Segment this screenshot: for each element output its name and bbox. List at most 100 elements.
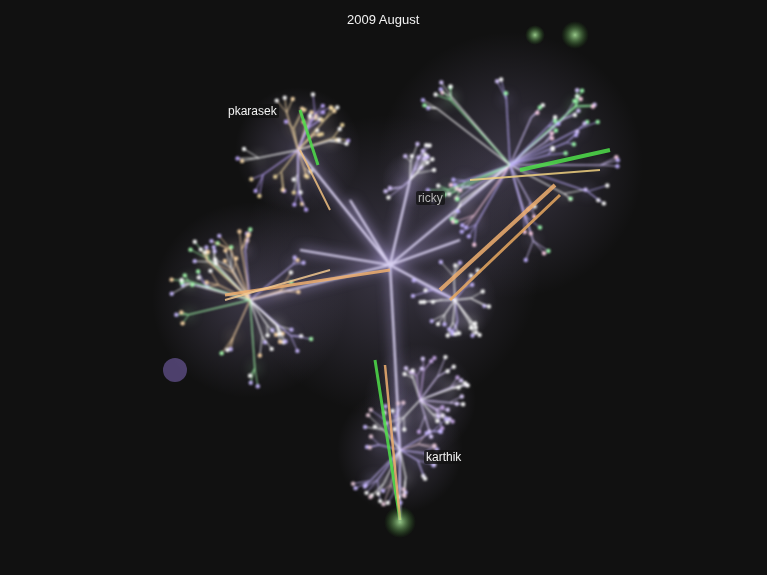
- branch-line: [294, 174, 298, 193]
- file-dot: [425, 160, 429, 164]
- branch-line: [390, 180, 410, 265]
- branch-line: [333, 125, 342, 138]
- branch-line: [400, 450, 424, 453]
- branch-line: [424, 358, 435, 371]
- file-dot: [179, 278, 183, 282]
- branch-line: [386, 187, 403, 191]
- branch-line: [281, 150, 298, 172]
- branch-line: [437, 367, 453, 377]
- file-dot: [292, 202, 296, 206]
- file-dot: [556, 122, 560, 126]
- file-dot: [169, 277, 173, 281]
- file-dot: [369, 434, 373, 438]
- file-dot: [209, 239, 213, 243]
- file-dot: [439, 260, 443, 264]
- file-dot: [401, 401, 405, 405]
- branch-line: [291, 336, 312, 340]
- branch-line: [563, 101, 575, 119]
- file-dot: [573, 113, 577, 117]
- file-dot: [415, 142, 419, 146]
- file-dot: [455, 402, 459, 406]
- file-dot: [363, 425, 367, 429]
- branch-line: [417, 145, 430, 161]
- branch-line: [575, 91, 582, 107]
- file-dot: [524, 258, 528, 262]
- file-dot: [460, 394, 464, 398]
- user-beam: [300, 150, 330, 210]
- file-dot: [402, 372, 406, 376]
- file-dot: [329, 105, 333, 109]
- branch-line: [298, 150, 390, 265]
- branch-line: [390, 165, 510, 265]
- branch-line: [410, 173, 417, 180]
- file-dot: [436, 322, 440, 326]
- file-dot: [366, 413, 370, 417]
- file-dot: [396, 401, 400, 405]
- file-dot: [411, 294, 415, 298]
- user-beam: [375, 360, 400, 520]
- branch-line: [404, 400, 420, 417]
- file-dot: [575, 88, 579, 92]
- file-dot: [580, 88, 584, 92]
- branch-line: [453, 300, 455, 322]
- branch-line: [250, 300, 277, 325]
- file-dot: [553, 115, 557, 119]
- file-dot: [275, 98, 279, 102]
- branch-line: [451, 96, 510, 165]
- file-dot: [212, 245, 216, 249]
- user-avatar: [384, 506, 416, 538]
- file-dot: [351, 482, 355, 486]
- file-dot: [249, 381, 253, 385]
- file-dot: [538, 225, 542, 229]
- file-dot: [465, 383, 469, 387]
- file-dot: [196, 269, 200, 273]
- file-dot: [568, 197, 572, 201]
- branch-line: [287, 99, 293, 113]
- file-dot: [293, 255, 297, 259]
- branch-line: [461, 165, 510, 202]
- file-dot: [535, 111, 539, 115]
- file-dot: [291, 97, 295, 101]
- branch-line: [350, 200, 390, 265]
- branch-line: [451, 100, 510, 165]
- file-dot: [504, 91, 508, 95]
- file-dot: [212, 249, 216, 253]
- file-dot: [447, 192, 451, 196]
- file-dot: [429, 434, 433, 438]
- file-dot: [550, 136, 554, 140]
- file-dot: [616, 158, 620, 162]
- file-dot: [378, 499, 382, 503]
- file-dot: [417, 430, 421, 434]
- file-dot: [572, 99, 576, 103]
- branch-line: [233, 300, 250, 337]
- branch-line: [425, 416, 429, 431]
- file-dot: [289, 270, 293, 274]
- branch-line: [575, 106, 593, 107]
- file-dot: [453, 263, 457, 267]
- file-dot: [217, 234, 221, 238]
- branch-line: [510, 119, 563, 165]
- branch-line: [501, 80, 506, 100]
- file-dot: [550, 131, 554, 135]
- file-dot: [390, 409, 394, 413]
- branch-line: [455, 298, 471, 300]
- file-dot: [199, 247, 203, 251]
- branch-line: [222, 337, 234, 354]
- file-dot: [321, 110, 325, 114]
- branch-line: [476, 165, 510, 224]
- file-dot: [363, 484, 367, 488]
- branch-line: [533, 241, 548, 251]
- file-dot: [402, 487, 406, 491]
- file-dot: [461, 402, 465, 406]
- file-dot: [464, 225, 468, 229]
- file-dot: [455, 375, 459, 379]
- file-dot: [554, 128, 558, 132]
- file-dot: [423, 476, 427, 480]
- branch-line: [497, 81, 506, 99]
- branch-line: [244, 149, 259, 158]
- branch-line: [433, 419, 447, 431]
- branch-line: [600, 160, 617, 165]
- file-dot: [454, 196, 458, 200]
- branch-line: [510, 127, 547, 165]
- file-dot: [337, 127, 341, 131]
